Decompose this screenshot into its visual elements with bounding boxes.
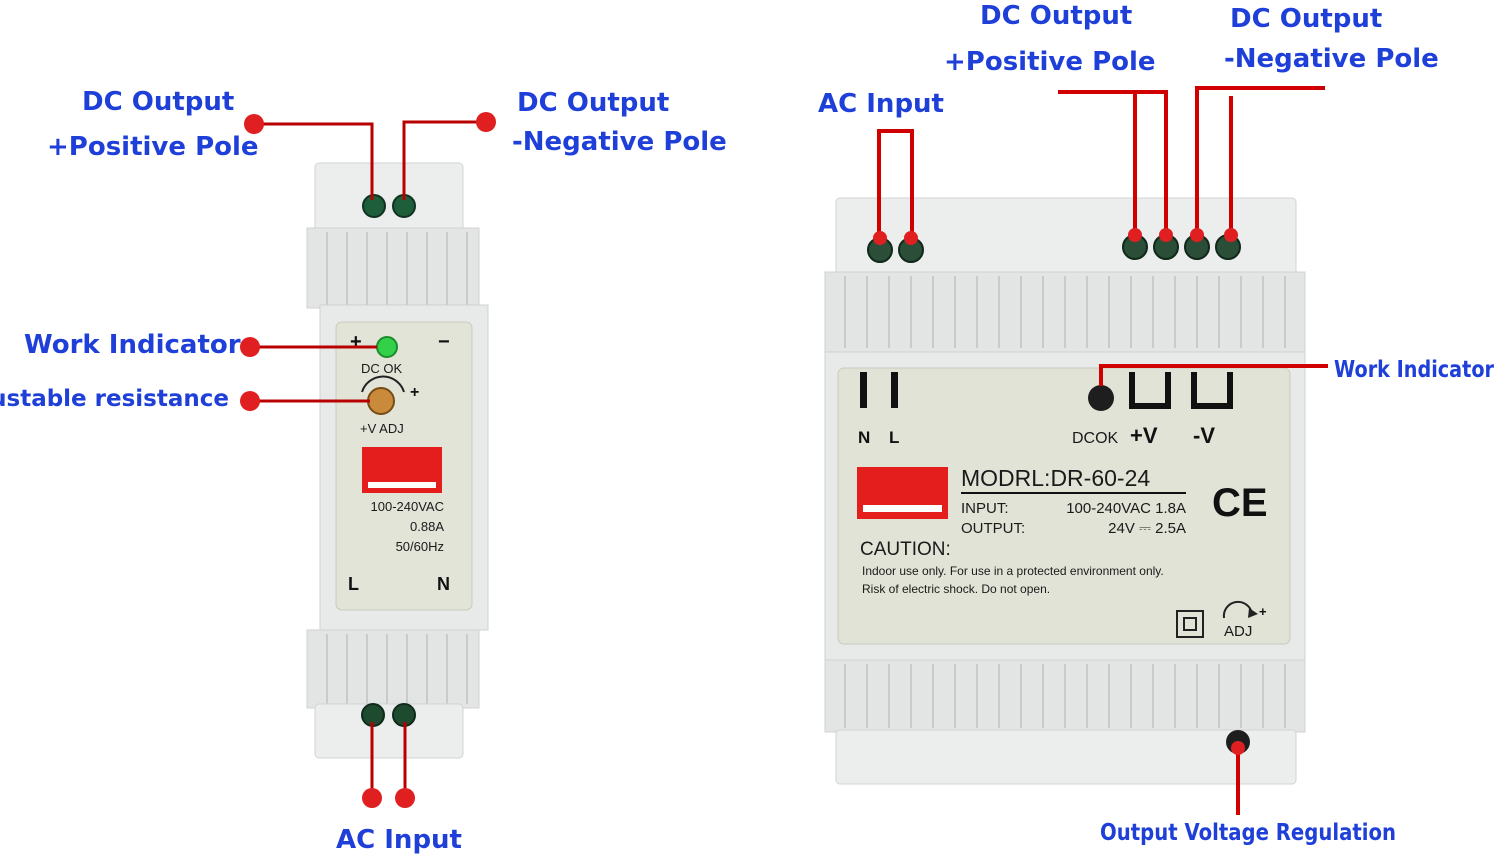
right-caution-line2: Risk of electric shock. Do not open. bbox=[862, 582, 1050, 596]
right-ce-mark: CE bbox=[1212, 481, 1268, 525]
left-leader-dot-work bbox=[240, 337, 260, 357]
right-input-value: 100-240VAC 1.8A bbox=[1066, 500, 1186, 517]
left-device-bottom-cap bbox=[314, 703, 464, 759]
right-terminal-mark-plus-v bbox=[1129, 372, 1171, 409]
right-double-insulation-outer bbox=[1176, 610, 1204, 638]
right-caution-title: CAUTION: bbox=[860, 539, 951, 560]
left-spec-line2: 0.88A bbox=[410, 519, 444, 534]
right-terminal-label-n: N bbox=[858, 428, 870, 447]
right-terminal-label-l: L bbox=[889, 428, 899, 447]
right-callout-output-voltage-regulation: Output Voltage Regulation bbox=[1100, 820, 1396, 846]
left-spec-line3: 50/60Hz bbox=[396, 539, 444, 554]
right-output-value: 24V ⎓ 2.5A bbox=[1108, 520, 1186, 537]
left-leader-dot-dc-neg bbox=[476, 112, 496, 132]
left-callout-dc-pos-line1: DC Output bbox=[82, 87, 234, 117]
right-leader-dot-l bbox=[904, 231, 918, 245]
right-adj-label: ADJ bbox=[1224, 623, 1252, 640]
left-spec-line1: 100-240VAC bbox=[371, 499, 444, 514]
left-panel-minus: − bbox=[438, 331, 450, 353]
left-callout-dc-neg-line2: -Negative Pole bbox=[512, 127, 727, 157]
left-device-top-cap bbox=[314, 162, 464, 234]
right-terminal-mark-l bbox=[891, 372, 898, 408]
right-panel-minus-v: -V bbox=[1193, 423, 1215, 448]
right-leader-dot-minus-1 bbox=[1190, 228, 1204, 242]
left-device-upper-ribs bbox=[306, 227, 480, 309]
right-leader-dot-plus-1 bbox=[1128, 228, 1142, 242]
left-panel-plus: + bbox=[350, 331, 362, 353]
left-device: + − DC OK + +V ADJ 100-240VAC 0.88A 50/6… bbox=[0, 87, 727, 855]
right-panel-plus-v: +V bbox=[1130, 423, 1158, 448]
right-leader-dot-plus-2 bbox=[1159, 228, 1173, 242]
left-pot-arc bbox=[361, 375, 405, 393]
right-device-label-panel bbox=[837, 367, 1291, 645]
left-pot-plus: + bbox=[410, 384, 419, 401]
left-panel-v-adj: +V ADJ bbox=[360, 421, 404, 436]
left-device-lower-ribs bbox=[306, 629, 480, 709]
left-red-block-stripe bbox=[368, 482, 436, 488]
left-terminal-label-n: N bbox=[437, 574, 450, 594]
right-double-insulation-inner bbox=[1183, 617, 1197, 631]
left-callout-dc-pos-line2: +Positive Pole bbox=[47, 132, 259, 162]
left-leader-dot-ac-n bbox=[395, 788, 415, 808]
right-callout-dc-pos-line2: +Positive Pole bbox=[944, 47, 1156, 77]
right-callout-dc-neg-line1: DC Output bbox=[1230, 4, 1382, 34]
right-terminal-mark-n bbox=[860, 372, 867, 408]
left-leader-dot-dc-pos bbox=[244, 114, 264, 134]
right-callout-work-indicator: Work Indicator bbox=[1334, 357, 1495, 383]
right-output-label: OUTPUT: bbox=[961, 520, 1025, 537]
right-adj-arrowhead-icon bbox=[1248, 608, 1258, 618]
left-leader-dot-ac-l bbox=[362, 788, 382, 808]
right-adj-plus: + bbox=[1259, 604, 1267, 619]
right-panel-dcok: DCOK bbox=[1072, 430, 1119, 447]
right-input-label: INPUT: bbox=[961, 500, 1009, 517]
right-leader-dot-n bbox=[873, 231, 887, 245]
right-terminal-mark-minus-v bbox=[1191, 372, 1233, 409]
right-device-bottom-cap bbox=[835, 729, 1297, 785]
left-leader-dot-adjust bbox=[240, 391, 260, 411]
left-terminal-dc-plus bbox=[362, 194, 386, 218]
left-panel-dc-ok: DC OK bbox=[361, 361, 403, 376]
right-work-indicator-led bbox=[1088, 385, 1114, 411]
right-red-block-stripe bbox=[863, 505, 942, 512]
right-leader-dot-regulation bbox=[1231, 741, 1245, 755]
right-callout-dc-pos-line1: DC Output bbox=[980, 1, 1132, 31]
left-leader-lines bbox=[250, 120, 486, 798]
right-callout-dc-neg-line2: -Negative Pole bbox=[1224, 44, 1439, 74]
right-callout-ac-input: AC Input bbox=[818, 89, 944, 119]
left-work-indicator-led bbox=[376, 336, 398, 358]
left-callout-adjustable-resistance: Adjustable resistance bbox=[0, 386, 229, 412]
right-leader-dot-minus-2 bbox=[1224, 228, 1238, 242]
left-terminal-label-l: L bbox=[348, 574, 359, 594]
left-adjust-potentiometer bbox=[367, 387, 395, 415]
right-model: MODRL:DR-60-24 bbox=[961, 465, 1150, 491]
right-leader-lines bbox=[877, 86, 1328, 815]
left-callout-ac-input: AC Input bbox=[336, 825, 462, 855]
left-callout-work-indicator: Work Indicator bbox=[24, 330, 241, 360]
right-device: N L DCOK +V -V MODRL:DR-60-24 INPUT: 100… bbox=[818, 1, 1495, 846]
left-callout-dc-neg-line1: DC Output bbox=[517, 88, 669, 118]
right-caution-line1: Indoor use only. For use in a protected … bbox=[862, 564, 1164, 578]
